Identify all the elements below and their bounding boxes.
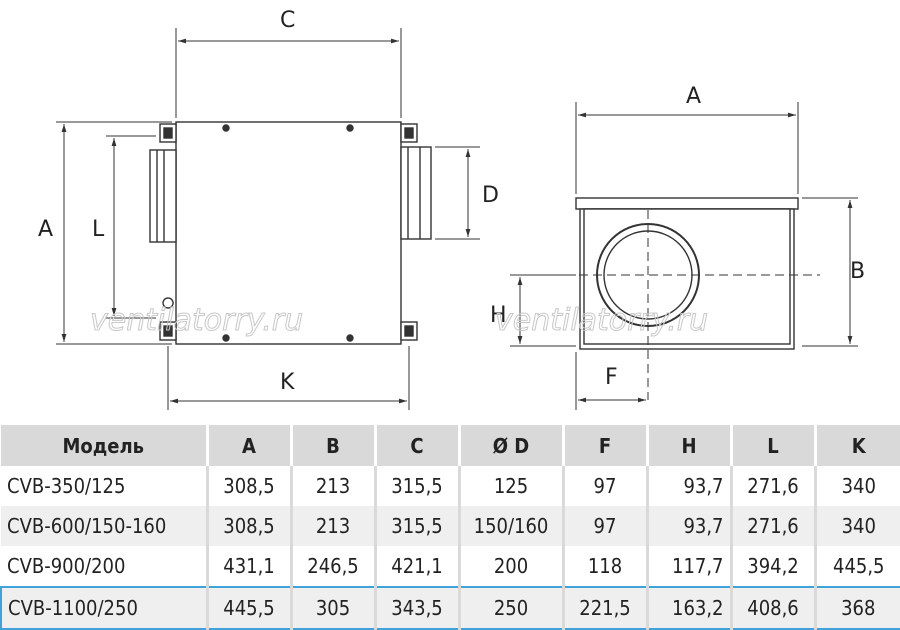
end-view bbox=[565, 197, 820, 400]
table-row-highlighted: CVB-1100/250 445,5 305 343,5 250 221,5 1… bbox=[0, 586, 900, 630]
cell-d: 200 bbox=[457, 546, 563, 587]
cell-model: CVB-600/150-160 bbox=[7, 514, 167, 538]
cell-f: 97 bbox=[561, 506, 647, 546]
cell-h: 163,2 bbox=[645, 586, 731, 630]
header-l: L bbox=[729, 425, 815, 466]
header-a: A bbox=[205, 425, 291, 466]
cell-l: 408,6 bbox=[729, 586, 815, 630]
table-row: CVB-900/200 431,1 246,5 421,1 200 118 11… bbox=[1, 546, 900, 587]
dim-label-k: K bbox=[280, 370, 295, 395]
cell-k: 368 bbox=[813, 586, 900, 630]
header-h: H bbox=[645, 425, 731, 466]
cell-f: 97 bbox=[561, 466, 647, 506]
cell-h: 117,7 bbox=[645, 546, 731, 587]
cell-k: 445,5 bbox=[813, 546, 900, 587]
side-view bbox=[149, 121, 432, 345]
cell-b: 213 bbox=[289, 466, 375, 506]
cell-model: CVB-1100/250 bbox=[0, 586, 207, 630]
dim-label-h: H bbox=[490, 303, 507, 328]
dim-label-l: L bbox=[92, 217, 105, 242]
header-f: F bbox=[561, 425, 647, 466]
cell-a: 308,5 bbox=[205, 466, 291, 506]
cell-model: CVB-900/200 bbox=[7, 554, 126, 578]
dim-label-f: F bbox=[605, 365, 618, 390]
specifications-table: Модель A B C Ø D F H L K CVB-350/125 308… bbox=[0, 425, 900, 630]
cell-c: 315,5 bbox=[373, 506, 459, 546]
dim-label-c: C bbox=[280, 8, 295, 33]
header-model: Модель bbox=[62, 433, 145, 458]
cell-h: 93,7 bbox=[645, 506, 731, 546]
dim-label-d: D bbox=[482, 183, 499, 208]
cell-k: 340 bbox=[813, 506, 900, 546]
cell-d: 150/160 bbox=[457, 506, 563, 546]
cell-d: 125 bbox=[457, 466, 563, 506]
cell-f: 118 bbox=[561, 546, 647, 587]
header-k: K bbox=[813, 425, 900, 466]
table-row: CVB-350/125 308,5 213 315,5 125 97 93,7 … bbox=[1, 466, 900, 506]
cell-model: CVB-350/125 bbox=[7, 474, 126, 498]
cell-l: 271,6 bbox=[729, 506, 815, 546]
cell-c: 421,1 bbox=[373, 546, 459, 587]
table-row: CVB-600/150-160 308,5 213 315,5 150/160 … bbox=[1, 506, 900, 546]
end-view-dimensions bbox=[510, 102, 858, 410]
cell-d: 250 bbox=[457, 586, 563, 630]
cell-a: 431,1 bbox=[205, 546, 291, 587]
header-d: Ø D bbox=[457, 425, 563, 466]
cell-c: 343,5 bbox=[373, 586, 459, 630]
cell-l: 394,2 bbox=[729, 546, 815, 587]
side-view-dimensions bbox=[56, 28, 480, 410]
dim-label-a-right: A bbox=[686, 84, 701, 109]
cell-b: 246,5 bbox=[289, 546, 375, 587]
header-b: B bbox=[289, 425, 375, 466]
dim-label-b: B bbox=[850, 259, 865, 284]
cell-a: 308,5 bbox=[205, 506, 291, 546]
cell-l: 271,6 bbox=[729, 466, 815, 506]
watermark-right: ventilatorry.ru bbox=[495, 303, 708, 338]
cell-k: 340 bbox=[813, 466, 900, 506]
header-c: C bbox=[373, 425, 459, 466]
watermark-left: ventilatorry.ru bbox=[90, 303, 303, 338]
cell-b: 305 bbox=[289, 586, 375, 630]
dim-label-a-left: A bbox=[38, 217, 53, 242]
cell-a: 445,5 bbox=[205, 586, 291, 630]
table-header-row: Модель A B C Ø D F H L K bbox=[1, 425, 900, 466]
cell-c: 315,5 bbox=[373, 466, 459, 506]
cell-b: 213 bbox=[289, 506, 375, 546]
technical-drawing: C A L D K A B H F ventilatorry.ru ventil… bbox=[38, 8, 865, 410]
cell-f: 221,5 bbox=[561, 586, 647, 630]
cell-h: 93,7 bbox=[645, 466, 731, 506]
